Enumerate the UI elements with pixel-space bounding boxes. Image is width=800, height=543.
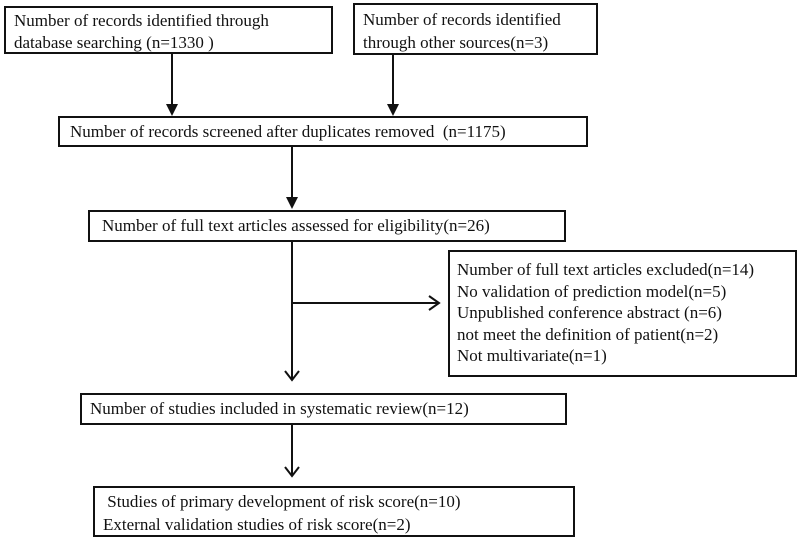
arrow-other-to-screened [387, 55, 399, 116]
box-fulltext-assessed: Number of full text articles assessed fo… [88, 210, 566, 242]
box-text-line: Number of records identified through [14, 11, 269, 30]
box-text-line: Not multivariate(n=1) [457, 346, 607, 365]
box-text-line: Number of records screened after duplica… [70, 121, 506, 141]
box-text-line: database searching (n=1330 ) [14, 33, 214, 52]
box-text-line: No validation of prediction model(n=5) [457, 281, 727, 301]
box-text-line: Number of studies included in systematic… [90, 399, 469, 418]
arrow-database-to-screened [166, 54, 178, 116]
box-records-screened: Number of records screened after duplica… [58, 116, 588, 147]
box-text-line: External validation studies of risk scor… [103, 515, 411, 534]
arrow-fulltext-to-included [284, 242, 300, 382]
box-text-line: through other sources(n=3) [363, 33, 549, 52]
box-text-line: not meet the definition of patient(n=2) [457, 324, 719, 344]
box-final-studies-split: Studies of primary development of risk s… [93, 486, 575, 537]
box-text-line: Studies of primary development of risk s… [103, 492, 461, 511]
box-records-identified-other-sources: Number of records identified through oth… [353, 3, 598, 55]
box-text-line: Unpublished conference abstract (n=6) [457, 303, 722, 322]
box-fulltext-excluded: Number of full text articles excluded(n=… [448, 250, 797, 377]
box-text-line: Number of full text articles assessed fo… [102, 216, 490, 235]
arrow-included-to-final [284, 424, 300, 478]
box-text-line: Number of full text articles excluded(n=… [457, 260, 755, 279]
arrow-screened-to-fulltext [286, 147, 298, 209]
box-included-systematic-review: Number of studies included in systematic… [80, 393, 567, 425]
box-text-line: Number of records identified [363, 10, 561, 29]
box-records-identified-database: Number of records identified through dat… [4, 6, 333, 54]
arrow-branch-to-excluded [292, 295, 441, 311]
